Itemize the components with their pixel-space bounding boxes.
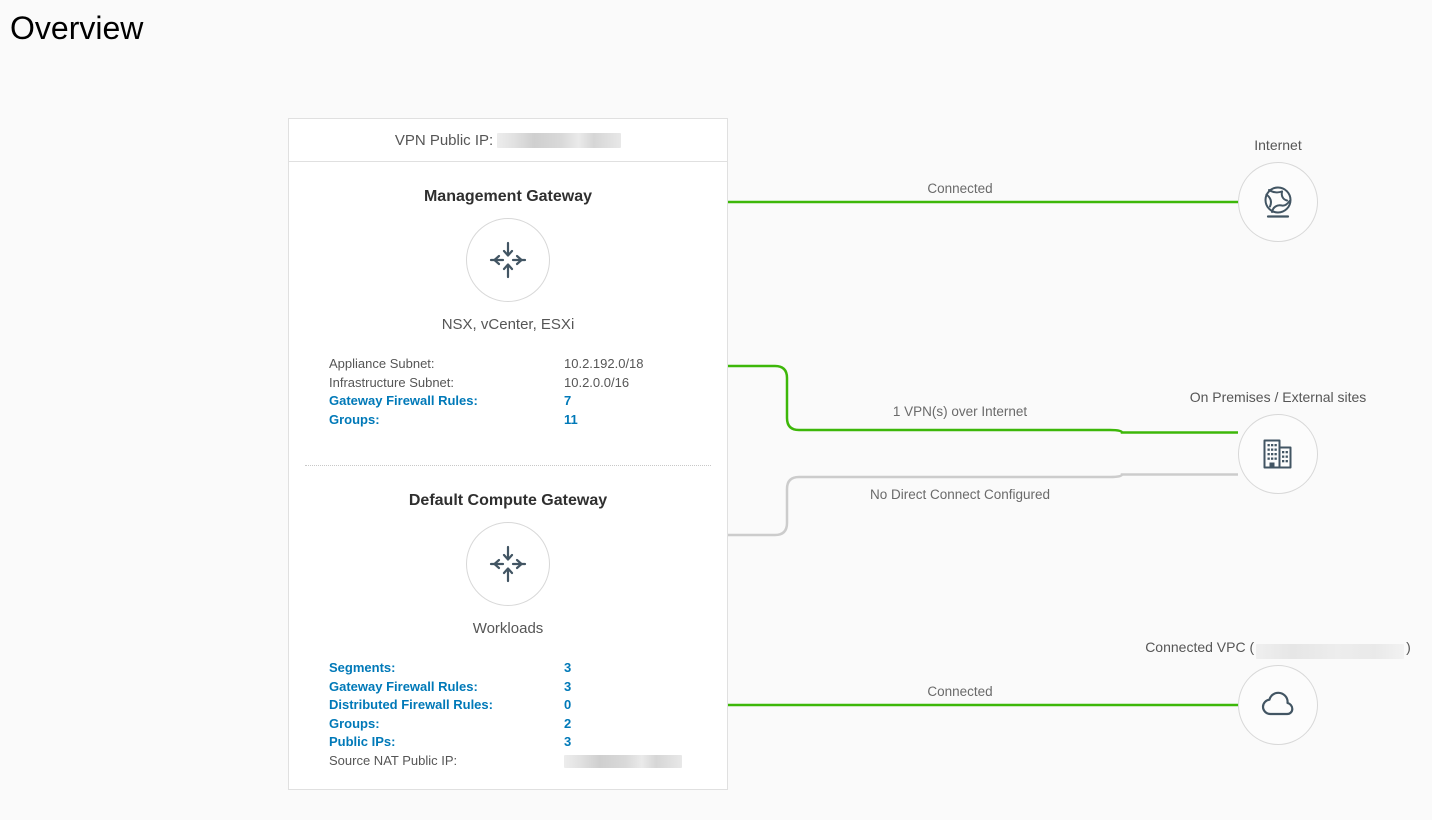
wire-direct-connect xyxy=(728,473,1238,537)
stat-value: 10.2.192.0/18 xyxy=(564,356,644,371)
management-gateway-section: Management Gateway xyxy=(289,188,727,429)
stat-row: Gateway Firewall Rules: 3 xyxy=(329,678,659,697)
node-connected-vpc-circle[interactable] xyxy=(1238,665,1318,745)
compute-gateway-title: Default Compute Gateway xyxy=(408,492,608,509)
connected-vpc-label-prefix: Connected VPC ( xyxy=(1145,639,1255,655)
stat-label: Source NAT Public IP: xyxy=(329,752,458,768)
stat-value-link[interactable]: 3 xyxy=(564,678,572,694)
node-internet: Internet xyxy=(1238,137,1318,242)
stat-row: Groups: 11 xyxy=(329,411,659,430)
stat-value xyxy=(564,752,682,771)
cloud-icon xyxy=(1261,691,1294,716)
compute-gateway-icon-wrap xyxy=(289,522,727,606)
stat-label-link[interactable]: Groups: xyxy=(329,411,380,427)
node-internet-label: Internet xyxy=(1254,137,1302,153)
vpn-public-ip-label: VPN Public IP: xyxy=(394,131,494,149)
stat-row: Source NAT Public IP: xyxy=(329,752,682,771)
stat-row: Appliance Subnet: 10.2.192.0/18 xyxy=(329,355,659,374)
node-connected-vpc: Connected VPC () xyxy=(1145,639,1411,745)
wire-label-direct-connect: No Direct Connect Configured xyxy=(869,487,1051,502)
management-gateway-stats: Appliance Subnet: 10.2.192.0/18 Infrastr… xyxy=(329,355,659,429)
stat-value-link[interactable]: 3 xyxy=(564,734,572,749)
node-on-premises-circle[interactable] xyxy=(1238,414,1318,494)
stat-value-link[interactable]: 11 xyxy=(564,411,578,427)
vpn-public-ip-row: VPN Public IP: xyxy=(289,119,727,162)
section-divider xyxy=(305,465,711,466)
stat-label-link[interactable]: Groups: xyxy=(329,715,380,731)
stat-label: Appliance Subnet: xyxy=(329,356,435,371)
wire-label-internet: Connected xyxy=(927,181,993,196)
stat-label-link[interactable]: Distributed Firewall Rules: xyxy=(329,697,493,712)
stat-row: Segments: 3 xyxy=(329,659,659,678)
vpn-public-ip-value-redacted xyxy=(497,132,622,148)
connected-vpc-value-redacted xyxy=(1256,643,1405,659)
wire-label-vpc: Connected xyxy=(927,684,993,699)
stat-row: Public IPs: 3 xyxy=(329,733,659,752)
management-gateway-icon-wrap xyxy=(289,218,727,302)
wire-label-vpn: 1 VPN(s) over Internet xyxy=(892,404,1028,419)
stat-value-link[interactable]: 0 xyxy=(564,697,572,712)
stat-label-link[interactable]: Gateway Firewall Rules: xyxy=(329,393,478,408)
node-connected-vpc-label: Connected VPC () xyxy=(1138,639,1418,659)
page-title: Overview xyxy=(10,10,144,46)
stat-value-link[interactable]: 2 xyxy=(564,715,572,731)
stat-row: Groups: 2 xyxy=(329,715,659,734)
management-gateway-circle[interactable] xyxy=(466,218,550,302)
stat-label-link[interactable]: Gateway Firewall Rules: xyxy=(329,678,478,694)
stat-row: Distributed Firewall Rules: 0 xyxy=(329,696,659,715)
node-on-premises: On Premises / External sites xyxy=(1190,389,1366,494)
gateway-arrows-icon xyxy=(489,545,527,583)
gateway-card: VPN Public IP: Management Gateway xyxy=(288,118,728,790)
source-nat-public-ip-redacted xyxy=(564,754,682,768)
node-on-premises-label: On Premises / External sites xyxy=(1189,389,1367,405)
buildings-icon xyxy=(1263,439,1292,469)
node-internet-circle[interactable] xyxy=(1238,162,1318,242)
stat-label-link[interactable]: Segments: xyxy=(329,660,396,675)
management-gateway-title: Management Gateway xyxy=(423,188,593,205)
compute-gateway-subtitle: Workloads xyxy=(472,620,544,637)
management-gateway-subtitle: NSX, vCenter, ESXi xyxy=(441,316,575,333)
connected-vpc-label-suffix: ) xyxy=(1406,639,1411,655)
stat-value-link[interactable]: 3 xyxy=(564,660,572,675)
gateway-arrows-icon xyxy=(489,241,527,279)
globe-icon xyxy=(1264,186,1292,218)
stat-label-link[interactable]: Public IPs: xyxy=(329,734,396,749)
stat-value: 10.2.0.0/16 xyxy=(564,374,630,390)
stat-value-link[interactable]: 7 xyxy=(564,393,572,408)
compute-gateway-section: Default Compute Gateway xyxy=(289,492,727,770)
compute-gateway-circle[interactable] xyxy=(466,522,550,606)
stat-row: Infrastructure Subnet: 10.2.0.0/16 xyxy=(329,374,659,393)
compute-gateway-stats: Segments: 3 Gateway Firewall Rules: 3 Di… xyxy=(329,659,682,771)
stat-row: Gateway Firewall Rules: 7 xyxy=(329,392,659,411)
stat-label: Infrastructure Subnet: xyxy=(329,374,455,390)
